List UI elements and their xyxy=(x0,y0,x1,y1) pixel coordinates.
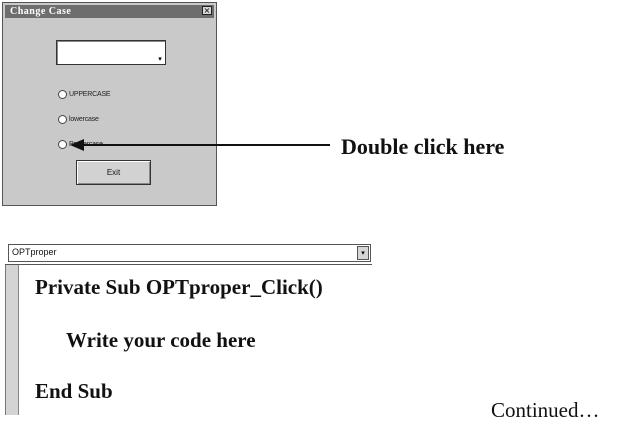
radio-button-icon[interactable] xyxy=(58,89,67,99)
radio-uppercase-label: UPPERCASE xyxy=(69,90,111,98)
radio-lowercase[interactable]: lowercase xyxy=(58,113,99,125)
procedure-dropdown-value: OPTproper xyxy=(12,247,57,257)
code-line-end-sub: End Sub xyxy=(35,379,113,403)
radio-button-icon[interactable] xyxy=(58,139,67,149)
radio-lowercase-label: lowercase xyxy=(69,115,99,123)
text-input[interactable]: ▾ xyxy=(56,40,166,65)
annotation-label: Double click here xyxy=(341,134,505,159)
code-line-placeholder: Write your code here xyxy=(66,328,256,352)
radio-button-icon[interactable] xyxy=(58,114,67,124)
radio-uppercase[interactable]: UPPERCASE xyxy=(58,88,111,100)
code-line-sub-declaration: Private Sub OPTproper_Click() xyxy=(35,275,323,299)
dialog-titlebar[interactable]: Change Case × xyxy=(5,5,214,18)
procedure-dropdown[interactable]: OPTproper ▾ xyxy=(8,244,371,262)
close-icon: × xyxy=(203,6,211,15)
dialog-title: Change Case xyxy=(10,6,72,17)
close-button[interactable]: × xyxy=(202,6,212,15)
code-window: OPTproper ▾ Private Sub OPTproper_Click(… xyxy=(5,244,372,415)
scroll-down-icon[interactable]: ▾ xyxy=(158,55,162,63)
chevron-down-icon[interactable]: ▾ xyxy=(357,246,369,260)
code-editor[interactable]: Private Sub OPTproper_Click() Write your… xyxy=(5,264,372,415)
exit-button[interactable]: Exit xyxy=(76,160,151,185)
continued-label: Continued… xyxy=(491,398,600,422)
change-case-dialog: Change Case × ▾ UPPERCASE lowercase Prop… xyxy=(2,2,217,206)
code-gutter xyxy=(5,265,19,415)
